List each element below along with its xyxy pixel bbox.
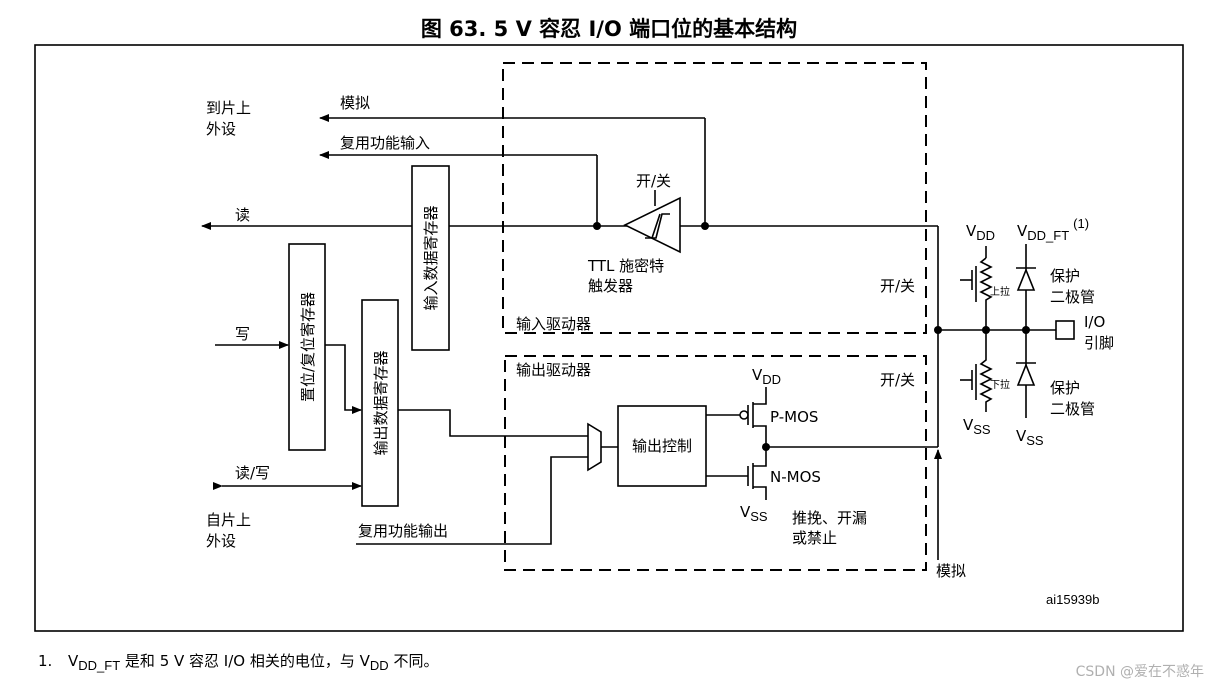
io-pin-square xyxy=(1055,320,1075,340)
figure-id: ai15939b xyxy=(1046,592,1100,607)
input-data-register-label: 输入数据寄存器 xyxy=(422,205,440,310)
to-chip-label-1: 到片上 xyxy=(206,99,251,117)
read-write-label: 读/写 xyxy=(235,464,270,482)
output-driver-box xyxy=(504,355,927,571)
io-pin-label-2: 引脚 xyxy=(1084,334,1114,352)
bsrr-register xyxy=(288,243,326,451)
onoff-right-top: 开/关 xyxy=(880,277,915,295)
to-chip-label-2: 外设 xyxy=(206,120,236,138)
from-chip-label-1: 自片上 xyxy=(206,511,251,529)
input-data-register xyxy=(411,165,450,351)
hysteresis-icon xyxy=(645,213,670,239)
protect-bottom-1: 保护 xyxy=(1050,379,1080,397)
pullup-resistor xyxy=(979,257,993,330)
ttl-schmitt-label-1: TTL 施密特 xyxy=(587,257,664,275)
pmos-source xyxy=(753,387,767,405)
junction-pin-1 xyxy=(934,326,942,334)
nmos-label: N-MOS xyxy=(770,468,821,486)
pulldown-vss-label: VSS xyxy=(963,416,991,437)
output-mux xyxy=(587,422,602,472)
schmitt-onoff-label: 开/关 xyxy=(636,172,671,190)
pullup-vdd-label: VDD xyxy=(966,222,995,243)
analog-in-label: 模拟 xyxy=(340,94,370,112)
protect-top-2: 二极管 xyxy=(1050,288,1095,306)
odr-to-mux-wire xyxy=(398,409,588,437)
pulldown-label: 下拉 xyxy=(990,378,1010,391)
figure-title: 图 63. 5 V 容忍 I/O 端口位的基本结构 xyxy=(421,17,797,41)
pmos-gate-bubble xyxy=(739,410,749,420)
vddft-label: VDD_FT(1) xyxy=(1017,216,1089,243)
nmos-drain xyxy=(753,447,767,467)
io-pin-label-1: I/O xyxy=(1084,313,1105,331)
ttl-schmitt-label-2: 触发器 xyxy=(588,277,633,295)
analog-out-label: 模拟 xyxy=(936,562,966,580)
input-driver-box xyxy=(502,62,927,334)
nmos-source xyxy=(753,486,767,500)
nmos-vss-label: VSS xyxy=(740,503,768,524)
push-pull-label-2: 或禁止 xyxy=(792,529,837,547)
protect-top-1: 保护 xyxy=(1050,267,1080,285)
onoff-right-mid: 开/关 xyxy=(880,371,915,389)
bsrr-to-odr-arrow xyxy=(325,344,362,414)
pmos-drain xyxy=(753,425,767,447)
read-label: 读 xyxy=(235,206,250,224)
alt-in-label: 复用功能输入 xyxy=(340,134,430,152)
top-diode xyxy=(1016,267,1036,291)
footnote-number: 1. xyxy=(38,652,52,670)
output-driver-label: 输出驱动器 xyxy=(516,361,591,379)
pullup-label: 上拉 xyxy=(990,285,1010,298)
push-pull-label-1: 推挽、开漏 xyxy=(792,509,867,527)
protect-bottom-2: 二极管 xyxy=(1050,400,1095,418)
write-label: 写 xyxy=(235,325,250,343)
junction-alt-in xyxy=(593,222,601,230)
watermark: CSDN @爱在不惑年 xyxy=(1076,664,1204,680)
bsrr-label: 置位/复位寄存器 xyxy=(299,292,317,402)
figure-frame xyxy=(34,44,1184,632)
footnote-text: VDD_FT 是和 5 V 容忍 I/O 相关的电位，与 VDD 不同。 xyxy=(68,652,438,673)
input-driver-label: 输入驱动器 xyxy=(516,315,591,333)
junction-analog-in xyxy=(701,222,709,230)
schmitt-trigger xyxy=(623,196,681,254)
pmos-vdd-label: VDD xyxy=(752,366,781,387)
alt-out-label: 复用功能输出 xyxy=(358,522,448,540)
output-control-block xyxy=(617,405,707,487)
diode-vss-label: VSS xyxy=(1016,427,1044,448)
output-data-register xyxy=(361,299,399,507)
pmos-label: P-MOS xyxy=(770,408,818,426)
bottom-diode xyxy=(1016,362,1036,386)
pulldown-resistor xyxy=(979,330,993,412)
output-data-register-label: 输出数据寄存器 xyxy=(372,350,390,455)
output-control-label: 输出控制 xyxy=(632,437,692,455)
alt-out-wire xyxy=(356,456,588,545)
from-chip-label-2: 外设 xyxy=(206,532,236,550)
